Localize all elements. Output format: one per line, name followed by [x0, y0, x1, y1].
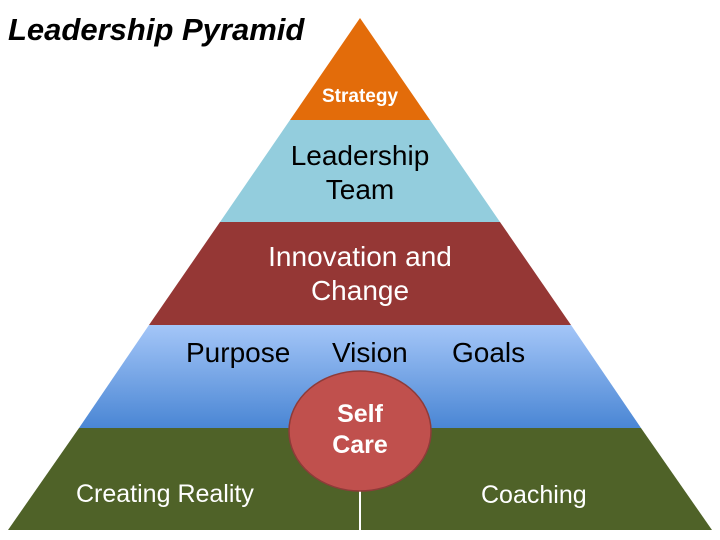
- layer-strategy: [290, 18, 430, 120]
- page-title: Leadership Pyramid: [8, 12, 305, 47]
- leadership-team-line-2: Team: [325, 173, 395, 205]
- layer-leadership-team: [220, 120, 500, 222]
- self-care-line-1: Self: [337, 400, 383, 428]
- leadership-team-label: Leadership Team: [240, 139, 480, 206]
- layer-innovation: [149, 222, 571, 325]
- vision-label: Vision: [332, 337, 408, 368]
- innovation-line-1: Innovation and: [268, 241, 452, 272]
- strategy-label: Strategy: [321, 86, 399, 107]
- self-care-circle: [288, 370, 432, 492]
- goals-label: Goals: [452, 337, 526, 368]
- self-care-line-2: Care: [332, 431, 388, 460]
- innovation-label: Innovation and Change: [210, 240, 510, 307]
- creating-reality-label: Creating Reality: [76, 480, 254, 508]
- coaching-label: Coaching: [481, 481, 587, 509]
- self-care-label: Self Care: [300, 399, 420, 462]
- innovation-line-2: Change: [310, 274, 410, 306]
- leadership-team-line-1: Leadership: [290, 140, 430, 171]
- purpose-label: Purpose: [186, 337, 291, 368]
